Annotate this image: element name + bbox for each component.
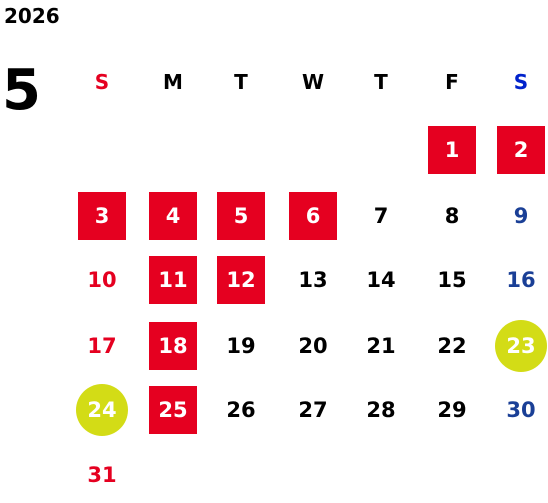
day-cell[interactable]: 4 bbox=[149, 192, 197, 240]
day-cell[interactable]: 7 bbox=[373, 204, 389, 228]
day-cell[interactable]: 9 bbox=[513, 204, 529, 228]
day-cell[interactable]: 28 bbox=[366, 398, 396, 422]
day-cell[interactable]: 10 bbox=[87, 268, 117, 292]
day-cell[interactable]: 2 bbox=[497, 126, 545, 174]
day-cell[interactable]: 12 bbox=[217, 256, 265, 304]
day-cell[interactable]: 18 bbox=[149, 322, 197, 370]
weekday-label: T bbox=[374, 70, 388, 94]
day-cell[interactable]: 3 bbox=[78, 192, 126, 240]
day-cell[interactable]: 25 bbox=[149, 386, 197, 434]
weekday-label: F bbox=[445, 70, 459, 94]
day-cell[interactable]: 26 bbox=[226, 398, 256, 422]
day-cell[interactable]: 8 bbox=[444, 204, 460, 228]
calendar-year: 2026 bbox=[4, 4, 60, 28]
day-cell[interactable]: 31 bbox=[87, 463, 117, 487]
day-cell[interactable]: 27 bbox=[298, 398, 328, 422]
weekday-label: W bbox=[301, 70, 325, 94]
day-cell[interactable]: 20 bbox=[298, 334, 328, 358]
day-cell[interactable]: 11 bbox=[149, 256, 197, 304]
calendar-month: 5 bbox=[2, 58, 41, 123]
day-cell[interactable]: 17 bbox=[87, 334, 117, 358]
day-cell[interactable]: 13 bbox=[298, 268, 328, 292]
day-cell[interactable]: 29 bbox=[437, 398, 467, 422]
day-cell[interactable]: 6 bbox=[289, 192, 337, 240]
weekday-label: S bbox=[94, 70, 110, 94]
day-cell[interactable]: 21 bbox=[366, 334, 396, 358]
day-cell[interactable]: 14 bbox=[366, 268, 396, 292]
day-cell[interactable]: 22 bbox=[437, 334, 467, 358]
day-cell[interactable]: 1 bbox=[428, 126, 476, 174]
day-cell[interactable]: 30 bbox=[506, 398, 536, 422]
weekday-label: M bbox=[163, 70, 183, 94]
weekday-label: T bbox=[234, 70, 248, 94]
day-cell[interactable]: 5 bbox=[217, 192, 265, 240]
weekday-label: S bbox=[513, 70, 529, 94]
day-cell[interactable]: 23 bbox=[495, 320, 547, 372]
day-cell[interactable]: 19 bbox=[226, 334, 256, 358]
day-cell[interactable]: 16 bbox=[506, 268, 536, 292]
day-cell[interactable]: 15 bbox=[437, 268, 467, 292]
day-cell[interactable]: 24 bbox=[76, 384, 128, 436]
